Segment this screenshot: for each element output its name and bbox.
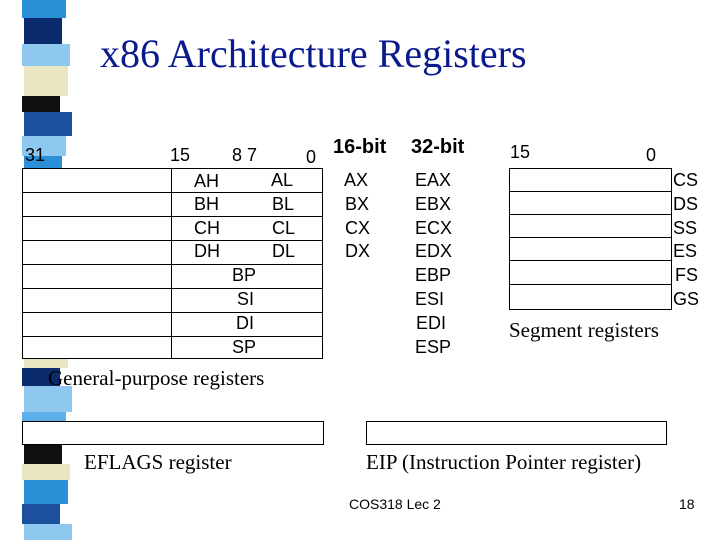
gp-lower-cell: BH BL [171,192,323,217]
header-32-bit: 32-bit [411,136,465,158]
bit-0-label: 0 [306,147,317,167]
gp-upper-cell [22,336,172,359]
eflags-label: EFLAGS register [84,450,232,474]
stripe-block [22,44,70,66]
segment-bit-15-label: 15 [510,142,531,162]
stripe-block [22,136,66,156]
register-ch: CH [194,218,220,238]
stripe-block [24,112,72,136]
register-dx: DX [345,241,371,261]
gp-lower-cell: BP [171,264,323,289]
register-ebp: EBP [415,265,452,285]
segment-cell [509,168,672,192]
page-number: 18 [679,496,695,512]
register-ax: AX [344,170,369,190]
register-cx: CX [345,218,371,238]
register-eax: EAX [415,170,452,190]
slide-title: x86 Architecture Registers [100,31,527,76]
segment-bit-0-label: 0 [646,145,657,165]
segment-cell [509,191,672,215]
register-cl: CL [272,218,296,238]
segment-registers-label: Segment registers [509,318,659,342]
segment-cell [509,237,672,261]
register-esp: ESP [415,337,452,357]
stripe-block [22,96,60,112]
gp-lower-cell: SI [171,288,323,313]
segment-cell [509,284,672,310]
register-bl: BL [272,194,295,214]
eflags-register-box [22,421,324,445]
register-edx: EDX [415,241,453,261]
eip-register-box [366,421,667,445]
register-sp: SP [232,337,257,357]
register-bh: BH [194,194,220,214]
eip-label: EIP (Instruction Pointer register) [366,450,642,474]
general-purpose-label: General-purpose registers [48,366,265,390]
stripe-block [24,480,68,504]
register-di: DI [236,313,254,333]
register-dh: DH [194,241,220,261]
gp-upper-cell [22,240,172,265]
segment-cell [509,214,672,238]
gp-lower-cell: CH CL [171,216,323,241]
stripe-block [24,524,72,540]
bit-31-label: 31 [25,145,46,165]
gp-upper-cell [22,192,172,217]
bit-8-7-label: 8 7 [232,145,258,165]
bit-15-label: 15 [170,145,191,165]
stripe-block [24,66,68,96]
register-ebx: EBX [415,194,452,214]
gp-lower-cell: DI [171,312,323,337]
register-dl: DL [272,241,296,261]
stripe-block [22,504,60,524]
stripe-block [24,386,72,412]
stripe-block [22,0,66,18]
gp-upper-cell [22,312,172,337]
gp-upper-cell [22,216,172,241]
register-cs: CS [673,170,699,190]
stripe-block [22,368,60,386]
gp-lower-cell: DH DL [171,240,323,265]
footer-course: COS318 Lec 2 [349,496,441,512]
gp-low-byte-cell: AL [246,168,323,193]
gp-lower-cell: SP [171,336,323,359]
register-bx: BX [345,194,370,214]
gp-upper-cell [22,288,172,313]
stripe-block [24,18,62,44]
gp-upper-cell [22,168,172,193]
register-esi: ESI [415,289,445,309]
register-ecx: ECX [415,218,453,238]
segment-cell [509,260,672,285]
register-bp: BP [232,265,257,285]
register-fs: FS [675,265,699,285]
register-al: AL [271,170,294,190]
gp-high-byte-cell: AH [171,168,247,193]
register-es: ES [673,241,698,261]
register-si: SI [237,289,255,309]
header-16-bit: 16-bit [333,136,387,158]
register-ah: AH [194,171,220,191]
register-gs: GS [673,289,700,309]
register-ds: DS [673,194,699,214]
stripe-block [22,464,70,480]
register-edi: EDI [416,313,447,333]
gp-upper-cell [22,264,172,289]
register-ss: SS [673,218,698,238]
